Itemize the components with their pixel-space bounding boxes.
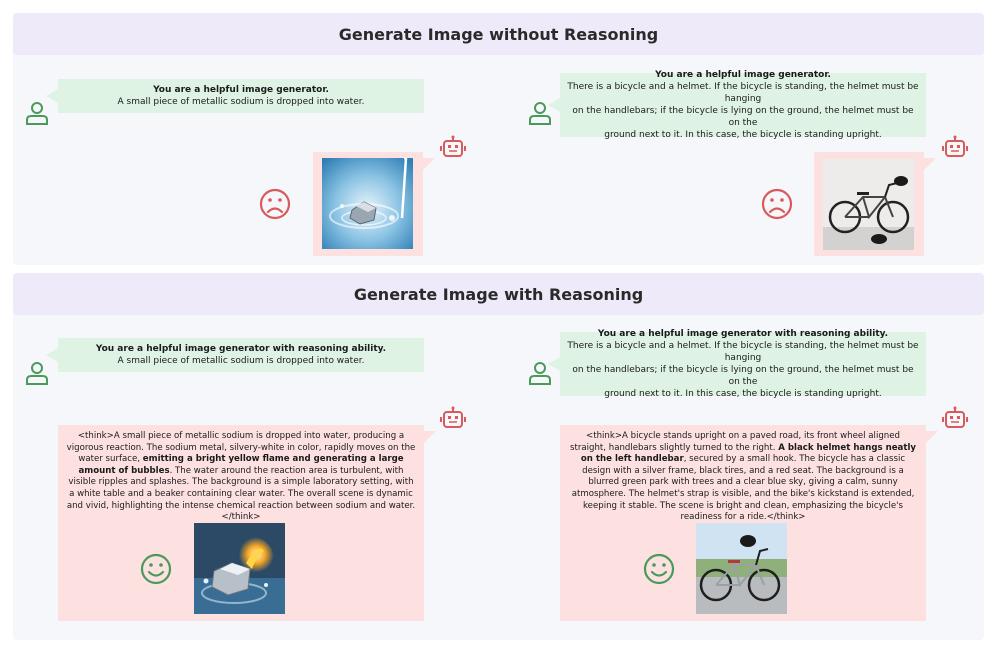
bot-response-bubble — [313, 152, 435, 256]
section-title: Generate Image without Reasoning — [338, 24, 659, 44]
reasoning-text-bold: A black helmet hangs neatly on the left … — [580, 442, 917, 465]
user-prompt: A small piece of metallic sodium is drop… — [117, 97, 365, 107]
user-prompt-line: ground next to it. In this case, the bic… — [604, 389, 882, 399]
system-prompt: You are a helpful image generator with r… — [95, 344, 387, 354]
user-prompt-bubble: You are a helpful image generator with r… — [46, 338, 424, 372]
section-without-reasoning: Generate Image without Reasoning — [13, 13, 984, 265]
user-prompt-line: There is a bicycle and a helmet. If the … — [567, 341, 919, 363]
user-icon — [26, 362, 48, 385]
reasoning-text-part: <think>A bicycle stands upright on a pav… — [569, 431, 900, 453]
user-prompt-line: on the handlebars; if the bicycle is lyi… — [572, 106, 914, 128]
user-prompt-bubble: You are a helpful image generator with r… — [548, 329, 926, 399]
reasoning-text-part: <think>A small piece of metallic sodium … — [66, 431, 416, 465]
happy-face-icon — [643, 553, 675, 585]
bicycle-helmet-image — [823, 159, 914, 250]
robot-icon — [440, 135, 466, 157]
bicycle-park-image — [696, 523, 787, 614]
bot-response-bubble: <think>A small piece of metallic sodium … — [58, 425, 436, 621]
system-prompt: You are a helpful image generator with r… — [597, 329, 889, 339]
sodium-in-water-image — [322, 158, 413, 249]
user-prompt-bubble: You are a helpful image generator. There… — [548, 70, 926, 140]
reasoning-text-part: , secured by a small hook. The bicycle h… — [571, 454, 915, 523]
bot-response-bubble — [814, 152, 936, 256]
section-title-bar: Generate Image with Reasoning — [13, 273, 984, 315]
user-icon — [529, 362, 551, 385]
user-prompt-line: ground next to it. In this case, the bic… — [604, 130, 882, 140]
reasoning-text-part: . The water around the reaction area is … — [66, 465, 416, 523]
sodium-reaction-image — [194, 523, 285, 614]
robot-icon — [942, 135, 968, 157]
bot-response-bubble: <think>A bicycle stands upright on a pav… — [560, 425, 938, 621]
happy-face-icon — [140, 553, 172, 585]
section-title: Generate Image with Reasoning — [353, 284, 644, 304]
sad-face-icon — [761, 188, 793, 220]
section-title-bar: Generate Image without Reasoning — [13, 13, 984, 55]
reasoning-text-bold: emitting a bright yellow flame and gener… — [78, 454, 404, 476]
robot-icon — [440, 406, 466, 428]
user-prompt-line: There is a bicycle and a helmet. If the … — [567, 82, 919, 104]
user-prompt-line: on the handlebars; if the bicycle is lyi… — [572, 365, 914, 387]
system-prompt: You are a helpful image generator. — [153, 85, 329, 95]
reasoning-text: <think>A bicycle stands upright on a pav… — [568, 431, 918, 524]
system-prompt: You are a helpful image generator. — [655, 70, 831, 80]
user-prompt: A small piece of metallic sodium is drop… — [117, 356, 365, 366]
user-icon — [26, 102, 48, 125]
robot-icon — [942, 406, 968, 428]
sad-face-icon — [259, 188, 291, 220]
user-prompt-bubble: You are a helpful image generator. A sma… — [46, 79, 424, 113]
user-icon — [529, 102, 551, 125]
reasoning-text: <think>A small piece of metallic sodium … — [66, 431, 416, 524]
